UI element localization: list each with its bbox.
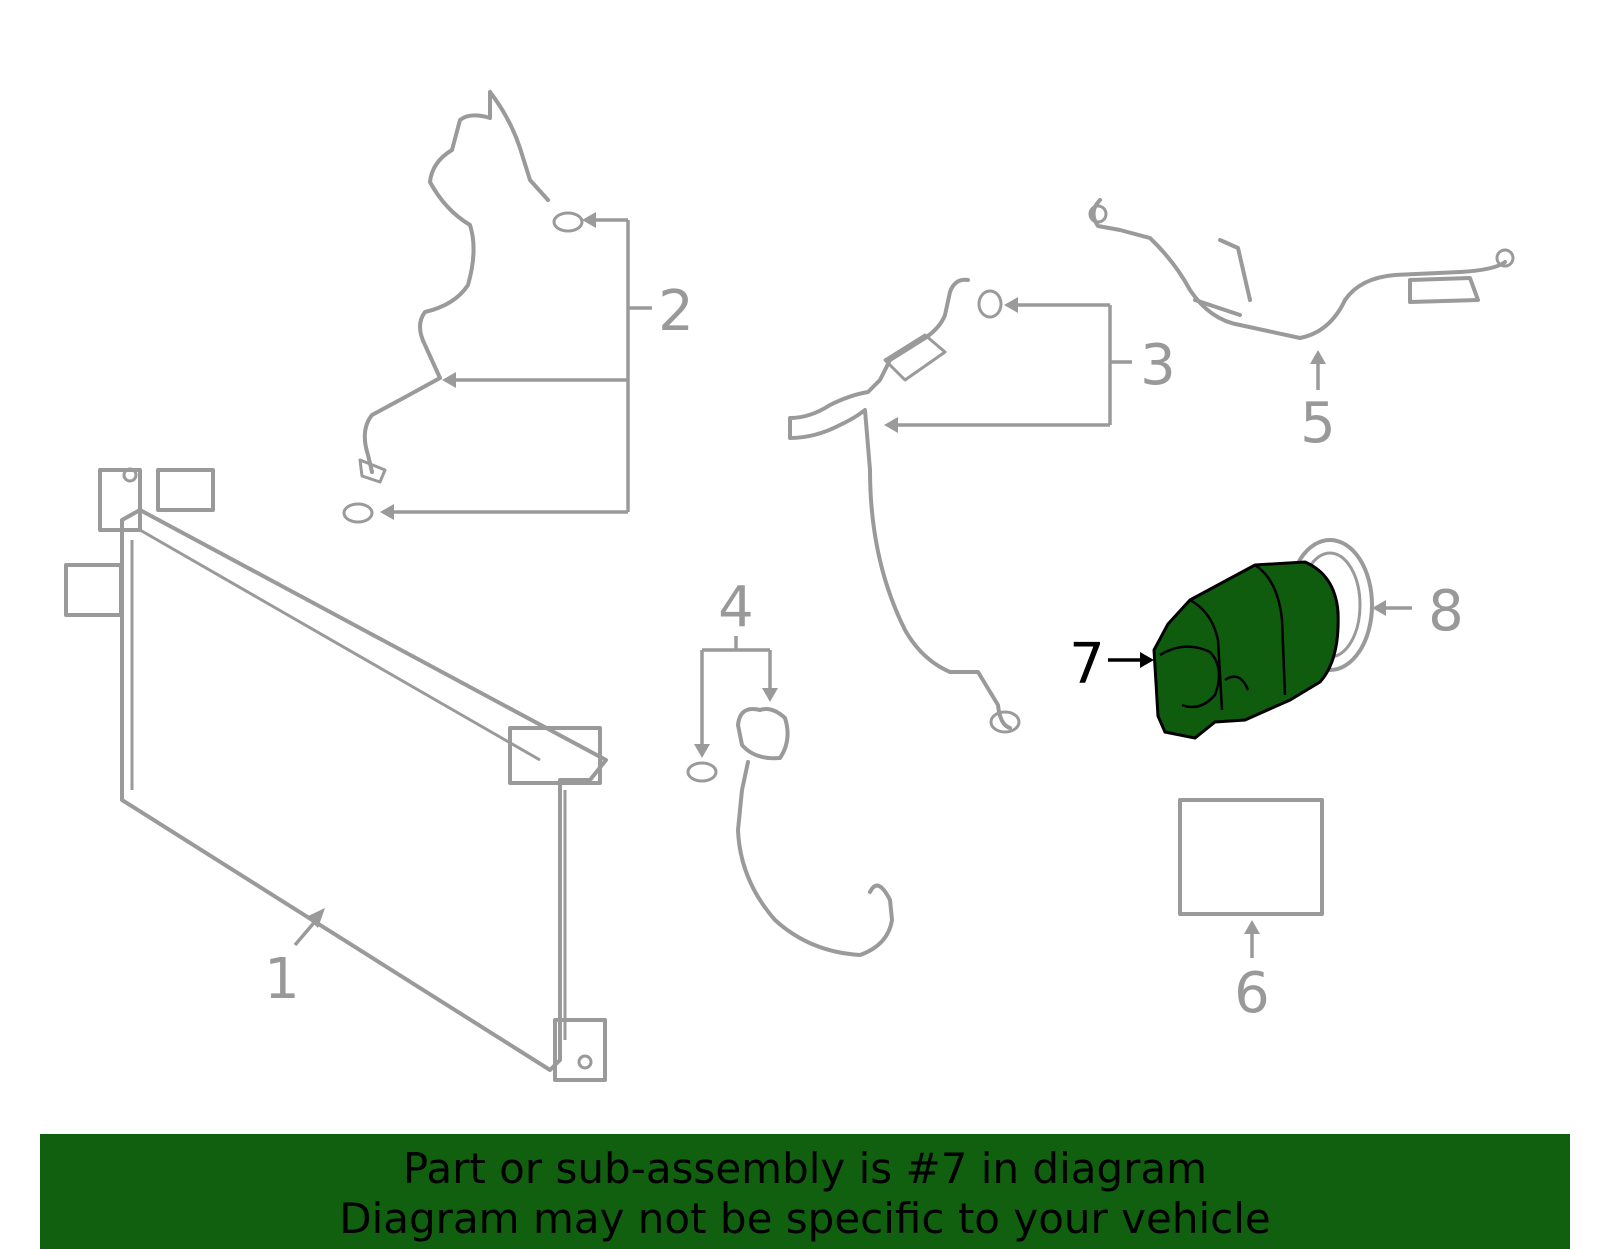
leader-4 <box>694 636 778 758</box>
leader-5 <box>1310 350 1326 390</box>
banner-line-2: Diagram may not be specific to your vehi… <box>339 1194 1271 1243</box>
leader-3 <box>884 297 1132 433</box>
callout-4[interactable]: 4 <box>718 575 754 640</box>
leader-6 <box>1244 920 1260 958</box>
leader-8 <box>1372 600 1412 616</box>
condenser-part-1[interactable] <box>64 467 608 1082</box>
banner-line-1: Part or sub-assembly is #7 in diagram <box>402 1144 1208 1193</box>
label-box-part-6[interactable] <box>1178 798 1324 916</box>
liquid-line-part-2[interactable] <box>342 90 584 524</box>
hose-part-4[interactable] <box>686 707 894 957</box>
callout-8[interactable]: 8 <box>1428 579 1464 644</box>
callout-6[interactable]: 6 <box>1234 961 1270 1026</box>
callout-7[interactable]: 7 <box>1069 632 1105 697</box>
info-banner: Part or sub-assembly is #7 in diagram Di… <box>40 1134 1570 1249</box>
leader-1 <box>293 908 325 947</box>
callout-1[interactable]: 1 <box>264 947 300 1012</box>
callout-2[interactable]: 2 <box>658 279 694 344</box>
hose-part-3[interactable] <box>788 277 1021 734</box>
leader-7 <box>1108 652 1154 668</box>
callout-3[interactable]: 3 <box>1140 333 1176 398</box>
callout-5[interactable]: 5 <box>1300 391 1336 456</box>
pipe-part-5[interactable] <box>1088 198 1515 340</box>
leader-2 <box>380 212 652 520</box>
compressor-part-7[interactable] <box>1152 560 1340 740</box>
